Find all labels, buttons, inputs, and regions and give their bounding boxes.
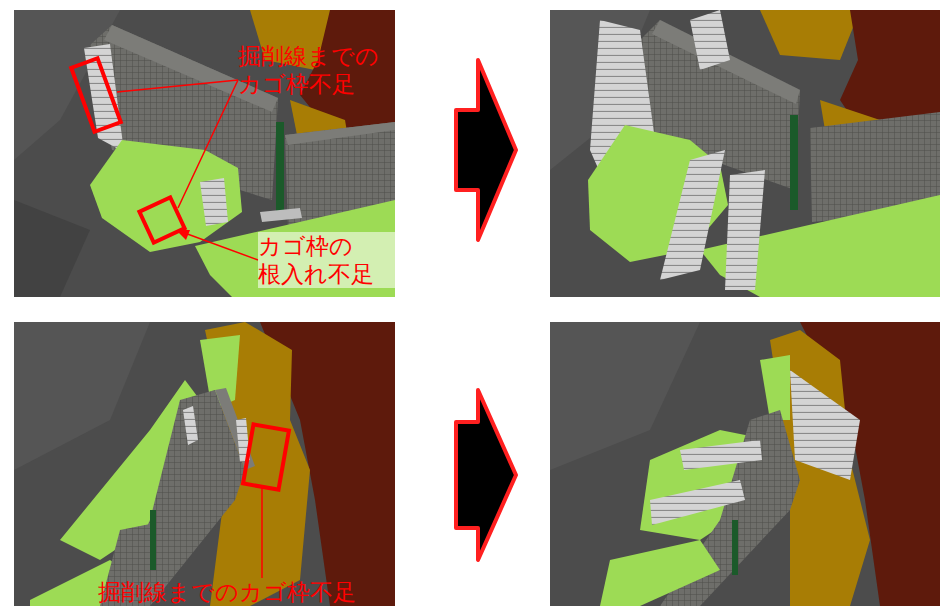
- arrow-bottom: [456, 390, 516, 560]
- callout-frame: [71, 58, 121, 131]
- callout-frame: [243, 424, 289, 489]
- callout-frame: [139, 197, 184, 242]
- leader-line: [117, 80, 238, 208]
- leader-line: [261, 488, 263, 578]
- arrow-top: [456, 60, 516, 240]
- annotation-label: 掘削線までのカゴ枠不足: [98, 578, 398, 606]
- render-before-bottom: [14, 322, 395, 606]
- leader-arrowhead: [176, 230, 190, 240]
- annotation-label: 掘削線までの カゴ枠不足: [238, 42, 403, 98]
- annotation-label: カゴ枠の 根入れ不足: [258, 232, 398, 288]
- render-after-top: [550, 10, 940, 297]
- render-after-bottom: [550, 322, 940, 606]
- leader-line: [182, 232, 258, 260]
